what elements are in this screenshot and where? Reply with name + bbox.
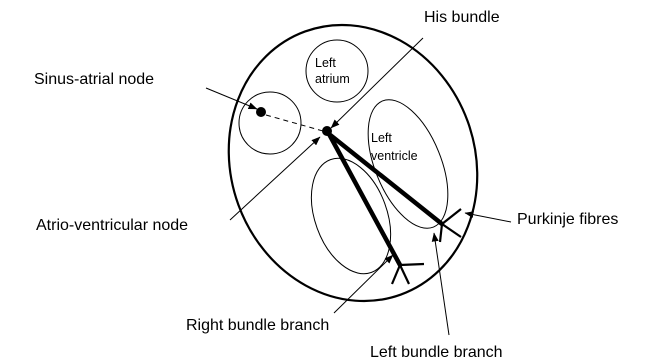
left-atrium-chamber: [305, 39, 369, 103]
purkinje-fibres-label: Purkinje fibres: [517, 211, 618, 228]
atrio-ventricular-node-label: Atrio-ventricular node: [36, 217, 188, 234]
atrio-ventricular-node-pointer: [229, 136, 321, 221]
sinus-atrial-node-pointer: [205, 87, 258, 110]
right-ventricle-chamber: [310, 157, 392, 275]
left-atrium-label-line1: Left: [315, 56, 336, 70]
left-bundle-branch-label: Left bundle branch: [370, 344, 503, 361]
left-atrium-label-line2: atrium: [315, 72, 350, 86]
sa-av-conduction-path: [265, 114, 324, 132]
left-bundle-branch-pointer: [431, 232, 450, 336]
left-ventricle-label-line2: ventricle: [371, 149, 418, 163]
right-bundle-branch-line: [326, 131, 403, 268]
right-bundle-branch-pointer: [333, 254, 394, 314]
purkinje-fibres-pointer: [464, 211, 512, 223]
right-bundle-branch-label: Right bundle branch: [186, 317, 329, 334]
left-ventricle-chamber: [367, 99, 449, 229]
his-bundle-pointer: [330, 37, 424, 129]
left-ventricle-label-line1: Left: [371, 131, 392, 145]
heart-outline: [227, 23, 479, 303]
sinus-atrial-node-dot: [256, 107, 266, 117]
sinus-atrial-node-label: Sinus-atrial node: [34, 71, 154, 88]
right-purkinje-fibres: [390, 262, 425, 285]
left-bundle-branch-line: [326, 131, 445, 227]
left-purkinje-fibres: [438, 208, 462, 243]
sinus-atrial-node-region: [238, 91, 302, 155]
his-bundle-label: His bundle: [424, 9, 500, 26]
